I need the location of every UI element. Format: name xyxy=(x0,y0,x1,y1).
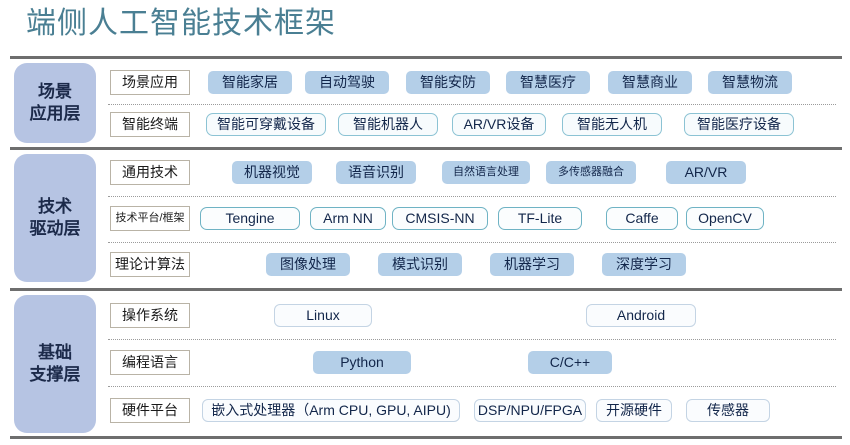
tech-pill[interactable]: 智能医疗设备 xyxy=(684,113,794,136)
tech-pill[interactable]: AR/VR xyxy=(666,161,746,184)
tech-pill[interactable]: 传感器 xyxy=(686,399,770,422)
layer-separator xyxy=(10,56,842,59)
tech-pill[interactable]: 智能无人机 xyxy=(562,113,662,136)
tech-pill[interactable]: TF-Lite xyxy=(498,207,582,230)
layer-badge-foundation-support-layer: 基础支撑层 xyxy=(14,295,96,433)
layer-badge-line: 技术 xyxy=(38,197,72,216)
tech-pill[interactable]: Linux xyxy=(274,304,372,327)
tech-pill[interactable]: 深度学习 xyxy=(602,253,686,276)
layer-badge-line: 场景 xyxy=(38,82,72,101)
layer-badge-line: 应用层 xyxy=(29,104,81,123)
row-divider xyxy=(108,339,836,340)
tech-pill[interactable]: 自然语言处理 xyxy=(442,161,530,184)
tech-pill[interactable]: 图像处理 xyxy=(266,253,350,276)
tech-pill[interactable]: 嵌入式处理器（Arm CPU, GPU, AIPU) xyxy=(202,399,460,422)
tech-pill[interactable]: 语音识别 xyxy=(336,161,416,184)
tech-pill[interactable]: Caffe xyxy=(606,207,678,230)
tech-pill[interactable]: Android xyxy=(586,304,696,327)
tech-pill[interactable]: 多传感器融合 xyxy=(546,161,636,184)
row-divider xyxy=(108,196,836,197)
tech-pill[interactable]: 智能可穿戴设备 xyxy=(206,113,326,136)
tech-pill[interactable]: 智能机器人 xyxy=(338,113,438,136)
tech-pill[interactable]: Arm NN xyxy=(310,207,386,230)
page-title: 端侧人工智能技术框架 xyxy=(26,7,336,40)
layer-badge-line: 支撑层 xyxy=(29,365,81,384)
row-label-general-technology-row: 通用技术 xyxy=(110,160,190,185)
tech-pill[interactable]: 智能家居 xyxy=(208,71,292,94)
tech-pill[interactable]: 机器视觉 xyxy=(232,161,312,184)
row-label-smart-terminal-row: 智能终端 xyxy=(110,112,190,137)
layer-separator xyxy=(10,288,842,291)
layer-badge-scene-application-layer: 场景应用层 xyxy=(14,63,96,143)
tech-pill[interactable]: C/C++ xyxy=(528,351,612,374)
diagram-bottom-rule xyxy=(10,436,842,439)
tech-pill[interactable]: Python xyxy=(313,351,411,374)
tech-pill[interactable]: CMSIS-NN xyxy=(392,207,488,230)
row-label-hardware-platform-row: 硬件平台 xyxy=(110,398,190,423)
row-label-technology-platform-row: 技术平台/框架 xyxy=(110,206,190,231)
layer-badge-technology-driver-layer: 技术驱动层 xyxy=(14,154,96,282)
layer-badge-line: 基础 xyxy=(38,343,72,362)
layer-badge-line: 驱动层 xyxy=(29,219,81,238)
row-label-scene-application-row: 场景应用 xyxy=(110,70,190,95)
tech-pill[interactable]: 智慧商业 xyxy=(608,71,692,94)
row-divider xyxy=(108,104,836,105)
tech-pill[interactable]: 智慧物流 xyxy=(708,71,792,94)
row-divider xyxy=(108,242,836,243)
row-label-programming-language-row: 编程语言 xyxy=(110,350,190,375)
tech-pill[interactable]: Tengine xyxy=(200,207,300,230)
tech-pill[interactable]: 自动驾驶 xyxy=(305,71,389,94)
row-label-theory-algorithm-row: 理论计算法 xyxy=(110,252,190,277)
tech-pill[interactable]: 智能安防 xyxy=(406,71,490,94)
tech-pill[interactable]: DSP/NPU/FPGA xyxy=(474,399,586,422)
tech-pill[interactable]: 模式识别 xyxy=(378,253,462,276)
tech-pill[interactable]: 机器学习 xyxy=(490,253,574,276)
tech-pill[interactable]: OpenCV xyxy=(686,207,764,230)
tech-pill[interactable]: 开源硬件 xyxy=(596,399,672,422)
layer-separator xyxy=(10,147,842,150)
tech-pill[interactable]: 智慧医疗 xyxy=(506,71,590,94)
row-divider xyxy=(108,386,836,387)
row-label-operating-system-row: 操作系统 xyxy=(110,303,190,328)
tech-pill[interactable]: AR/VR设备 xyxy=(452,113,546,136)
